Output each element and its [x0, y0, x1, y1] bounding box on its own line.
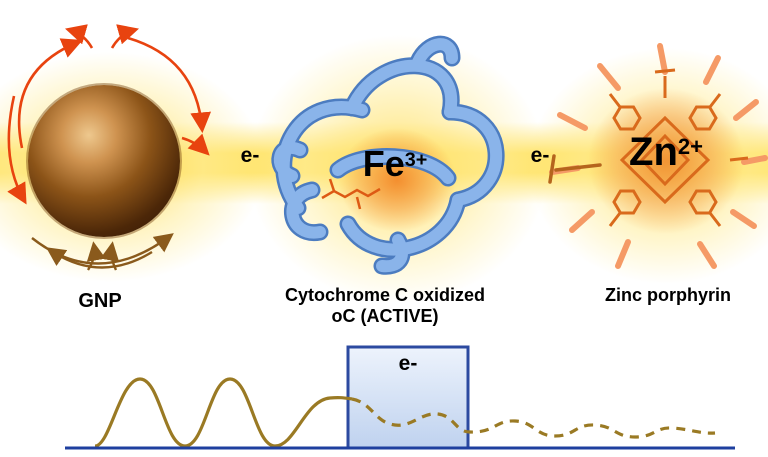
plasmon-arrows-brown	[31, 233, 174, 271]
electron-label-right: e-	[530, 144, 550, 167]
fe-symbol: Fe	[362, 143, 405, 184]
zinc-porphyrin-caption: Zinc porphyrin	[605, 285, 731, 305]
signal-plot	[65, 345, 735, 450]
gnp-caption: GNP	[78, 290, 122, 312]
fe-label: Fe3+	[330, 146, 460, 182]
attenuated-wave	[351, 397, 716, 439]
zn-label: Zn2+	[596, 132, 736, 172]
plasmon-arrows-red	[7, 24, 212, 205]
zn-charge-superscript: 2+	[677, 134, 703, 159]
gate-electron-label: e-	[398, 352, 418, 375]
electron-label-left: e-	[240, 144, 260, 167]
cytochrome-caption-line1: Cytochrome C oxidized	[284, 285, 486, 305]
zn-symbol: Zn	[629, 130, 678, 174]
fe-charge-superscript: 3+	[404, 149, 428, 172]
cytochrome-caption-line2: oC (ACTIVE)	[331, 306, 439, 326]
input-wave	[94, 377, 353, 448]
